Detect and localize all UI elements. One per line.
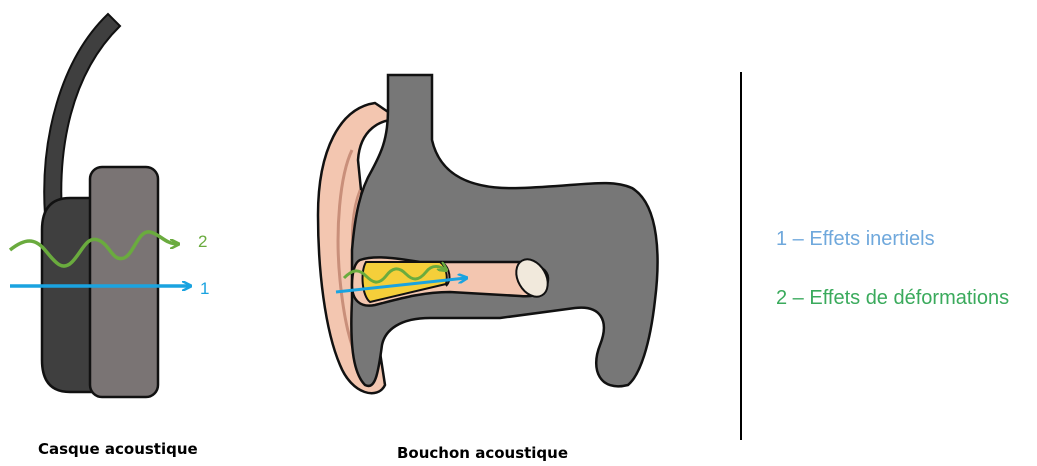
headphone-arrow-2-label: 2: [198, 232, 207, 252]
legend-item-inertial: 1 – Effets inertiels: [776, 228, 935, 251]
headphone-caption: Casque acoustique: [38, 440, 198, 458]
ear-illustration: [318, 75, 658, 393]
headphone-arrow-1-label: 1: [200, 279, 209, 299]
ear-cup: [90, 167, 158, 397]
headphone-illustration: [10, 14, 190, 397]
head-cross-section: [351, 75, 657, 386]
earplug-caption: Bouchon acoustique: [397, 444, 568, 462]
legend-item-deformation: 2 – Effets de déformations: [776, 287, 1009, 310]
